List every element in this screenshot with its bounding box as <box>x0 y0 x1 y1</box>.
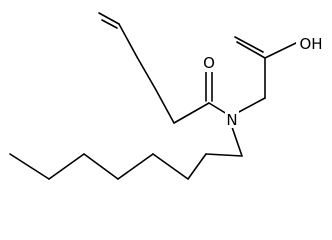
bond-octyl-3 <box>152 153 189 180</box>
hydroxyl-label-bg <box>296 34 326 52</box>
bond-nitrogen-octyl <box>231 126 243 157</box>
hydroxyl-label: OH <box>299 35 322 53</box>
bond-octyl-1 <box>205 153 243 157</box>
nitrogen-label: N <box>226 111 237 129</box>
molecule-structure: O N OH <box>9 12 326 180</box>
bond-vinyl-c2-c3 <box>118 23 138 58</box>
bond-c5-carbonyl <box>173 102 210 124</box>
bond-carboxyl-double-1 <box>236 41 266 59</box>
carbonyl-oxygen-label: O <box>203 54 215 72</box>
bond-terminal-double-outer <box>98 12 120 25</box>
bond-nitrogen-ch2 <box>236 97 266 114</box>
bond-octyl-4 <box>117 153 154 180</box>
oxygen-label-bg <box>202 54 216 72</box>
bond-carboxyl-oh <box>264 42 297 59</box>
nitrogen-label-bg <box>225 110 239 128</box>
bond-octyl-7 <box>9 153 50 180</box>
bond-terminal-double-inner <box>101 19 118 29</box>
bond-octyl-2 <box>187 153 207 180</box>
bond-carboxyl-double-2 <box>234 36 264 53</box>
bond-c3-c4 <box>136 56 157 91</box>
bond-octyl-6 <box>48 153 85 180</box>
bond-carbonyl-nitrogen <box>208 102 228 115</box>
bond-c4-c5 <box>155 89 175 124</box>
bond-octyl-5 <box>83 153 119 180</box>
